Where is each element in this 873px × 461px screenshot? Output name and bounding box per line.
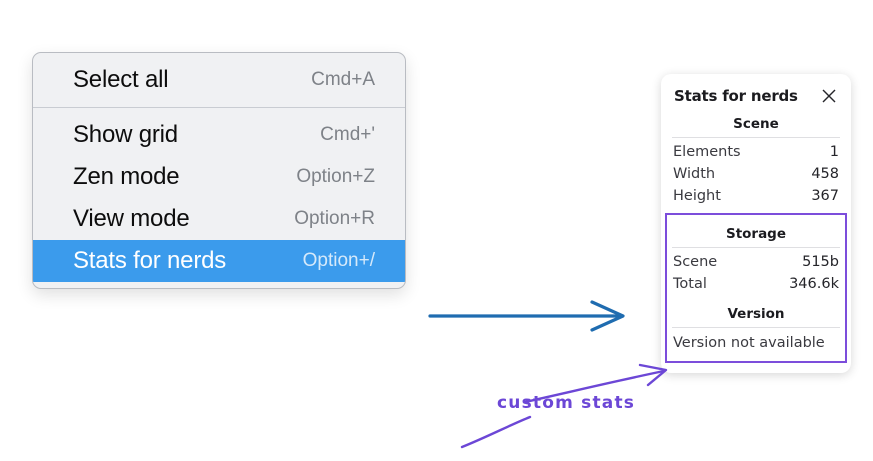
menu-item-select-all[interactable]: Select all Cmd+A — [33, 59, 405, 101]
stat-value: 346.6k — [789, 276, 839, 292]
panel-title: Stats for nerds — [674, 87, 798, 105]
menu-item-shortcut: Option+Z — [296, 166, 375, 187]
stat-row-width: Width 458 — [672, 163, 840, 185]
menu-item-label: Show grid — [73, 121, 178, 148]
menu-item-zen-mode[interactable]: Zen mode Option+Z — [33, 156, 405, 198]
menu-group-2: Show grid Cmd+' Zen mode Option+Z View m… — [33, 107, 405, 288]
panel-header: Stats for nerds — [661, 84, 851, 105]
stat-label: Elements — [673, 144, 741, 160]
section-divider — [672, 327, 840, 328]
menu-item-shortcut: Option+/ — [302, 250, 375, 271]
context-menu[interactable]: Select all Cmd+A Show grid Cmd+' Zen mod… — [32, 52, 406, 289]
panel-body: Scene Elements 1 Width 458 Height 367 St… — [661, 105, 851, 363]
menu-item-view-mode[interactable]: View mode Option+R — [33, 198, 405, 240]
stat-value: 1 — [829, 144, 839, 160]
stat-value: 515b — [802, 254, 839, 270]
stats-for-nerds-panel: Stats for nerds Scene Elements 1 Width 4… — [661, 74, 851, 373]
menu-item-label: Zen mode — [73, 163, 180, 190]
custom-stats-underline — [460, 415, 532, 449]
close-icon[interactable] — [820, 87, 838, 105]
section-heading-version: Version — [727, 306, 785, 322]
stat-row-elements: Elements 1 — [672, 141, 840, 163]
menu-item-shortcut: Option+R — [294, 208, 375, 229]
menu-group-1: Select all Cmd+A — [33, 53, 405, 107]
menu-item-shortcut: Cmd+A — [311, 69, 375, 90]
stat-row-storage-total: Total 346.6k — [672, 273, 840, 295]
custom-stats-highlight-box: Storage Scene 515b Total 346.6k Version … — [665, 213, 847, 363]
section-heading-storage: Storage — [725, 226, 787, 242]
flow-arrow-blue — [428, 300, 625, 332]
menu-item-label: Select all — [73, 66, 169, 93]
stat-label: Width — [673, 166, 716, 182]
stat-row-height: Height 367 — [672, 185, 840, 207]
stat-label: Scene — [673, 254, 718, 270]
menu-item-show-grid[interactable]: Show grid Cmd+' — [33, 114, 405, 156]
stat-label: Total — [673, 276, 707, 292]
section-heading-scene: Scene — [733, 116, 779, 132]
menu-item-label: Stats for nerds — [73, 247, 227, 274]
menu-item-label: View mode — [73, 205, 190, 232]
version-text: Version not available — [673, 335, 825, 351]
menu-item-shortcut: Cmd+' — [320, 124, 375, 145]
stat-value: 458 — [811, 166, 839, 182]
stat-value: 367 — [811, 188, 839, 204]
custom-stats-annotation-label: custom stats — [497, 393, 636, 413]
stat-label: Height — [673, 188, 721, 204]
section-divider — [672, 137, 840, 138]
menu-item-stats-for-nerds[interactable]: Stats for nerds Option+/ — [33, 240, 405, 282]
stat-row-storage-scene: Scene 515b — [672, 251, 840, 273]
section-divider — [672, 247, 840, 248]
